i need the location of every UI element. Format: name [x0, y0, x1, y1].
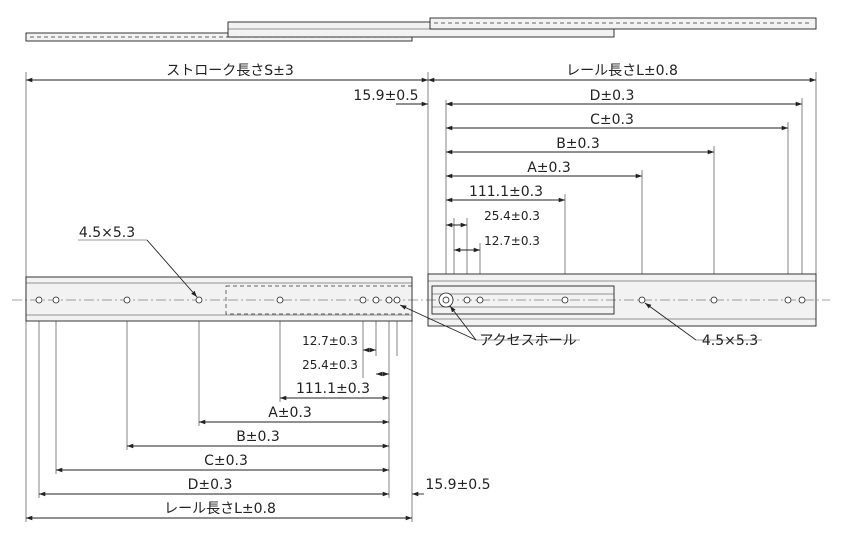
- dim-a-bottom: A±0.3: [268, 405, 312, 421]
- dim-d-bottom: D±0.3: [188, 477, 233, 493]
- dim-254-bottom: 25.4±0.3: [302, 358, 358, 372]
- top-view-rail: [25, 17, 817, 42]
- rail-length-label-bottom: レール長さL±0.8: [164, 501, 276, 517]
- dim-b-bottom: B±0.3: [236, 429, 280, 445]
- dim-127-top: 12.7±0.3: [484, 234, 540, 248]
- offset-label-bottom: 15.9±0.5: [425, 477, 490, 493]
- access-hole-label: アクセスホール: [479, 333, 576, 349]
- rail-length-label-top: レール長さL±0.8: [566, 63, 678, 79]
- stroke-label: ストローク長さS±3: [166, 63, 294, 79]
- hole-label-right: 4.5×5.3: [702, 333, 758, 349]
- offset-label-top: 15.9±0.5: [353, 88, 418, 104]
- labels: ストローク長さS±3 レール長さL±0.8 15.9±0.5 D±0.3 C±0…: [79, 63, 758, 517]
- leader-lines: [78, 239, 762, 341]
- dim-111-bottom: 111.1±0.3: [296, 381, 370, 397]
- dim-c-bottom: C±0.3: [204, 453, 248, 469]
- holes: [35, 292, 806, 308]
- side-view-rail: [12, 273, 830, 327]
- dim-111-top: 111.1±0.3: [469, 184, 543, 200]
- dim-b-top: B±0.3: [556, 136, 600, 152]
- dim-127-bottom: 12.7±0.3: [302, 334, 358, 348]
- dim-a-top: A±0.3: [527, 160, 571, 176]
- dim-c-top: C±0.3: [590, 112, 634, 128]
- dim-d-top: D±0.3: [590, 88, 635, 104]
- hole-label-left: 4.5×5.3: [79, 225, 135, 241]
- lower-dimensions: [25, 347, 424, 521]
- dim-254-top: 25.4±0.3: [484, 209, 540, 223]
- upper-dimensions: [25, 77, 816, 253]
